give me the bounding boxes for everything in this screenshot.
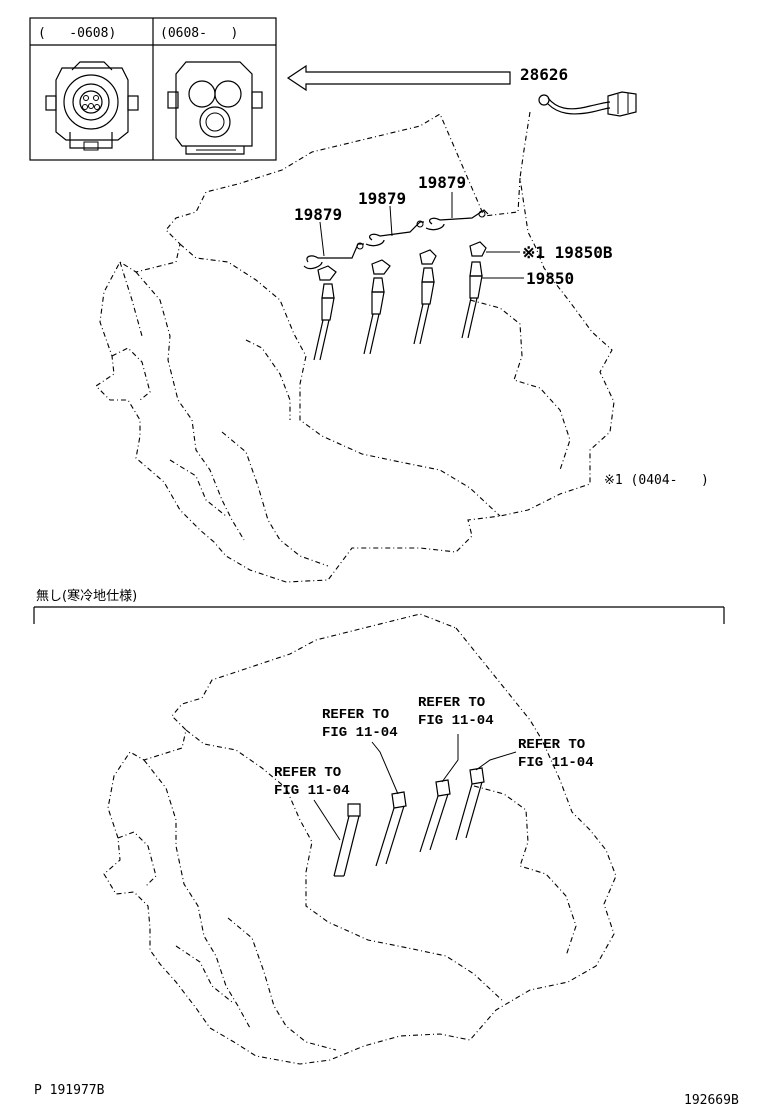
section-divider: 無し(寒冷地仕様) <box>33 588 725 624</box>
part-number-19879-c[interactable]: 19879 <box>418 173 466 192</box>
refer-d-line2[interactable]: FIG 11-04 <box>518 755 594 771</box>
footnote-1: ※1 (0404- ) <box>604 473 709 488</box>
footer-right-code: 192669B <box>684 1093 739 1108</box>
refer-b-line2[interactable]: FIG 11-04 <box>322 725 398 741</box>
engine-outline-bottom <box>103 613 617 1065</box>
wire-clamps <box>303 192 489 270</box>
inset-pointer-arrow <box>286 64 511 92</box>
refer-a-line1[interactable]: REFER TO <box>274 765 341 781</box>
connector-inset: ( -0608) (0608- ) <box>29 17 277 161</box>
part-number-19850[interactable]: 19850 <box>526 269 574 288</box>
engine-outline-top <box>95 113 615 583</box>
part-number-19879-b[interactable]: 19879 <box>358 189 406 208</box>
glow-plug-wire-harness <box>519 91 637 179</box>
refer-c-line2[interactable]: FIG 11-04 <box>418 713 494 729</box>
footer-left-code: P 191977B <box>34 1083 105 1098</box>
refer-c-line1[interactable]: REFER TO <box>418 695 485 711</box>
connector-new-icon <box>167 61 263 155</box>
glow-plug-holes <box>313 734 517 877</box>
part-number-19879-a[interactable]: 19879 <box>294 205 342 224</box>
part-number-28626[interactable]: 28626 <box>520 65 568 84</box>
inset-left-label: ( -0608) <box>38 26 116 41</box>
connector-old-icon <box>45 61 139 151</box>
section-label: 無し(寒冷地仕様) <box>36 588 137 604</box>
refer-b-line1[interactable]: REFER TO <box>322 707 389 723</box>
refer-d-line1[interactable]: REFER TO <box>518 737 585 753</box>
glow-plugs <box>313 261 524 361</box>
refer-a-line2[interactable]: FIG 11-04 <box>274 783 350 799</box>
part-number-19850b[interactable]: ※1 19850B <box>522 243 613 262</box>
glow-plug-nuts <box>317 241 520 281</box>
inset-right-label: (0608- ) <box>160 26 238 41</box>
